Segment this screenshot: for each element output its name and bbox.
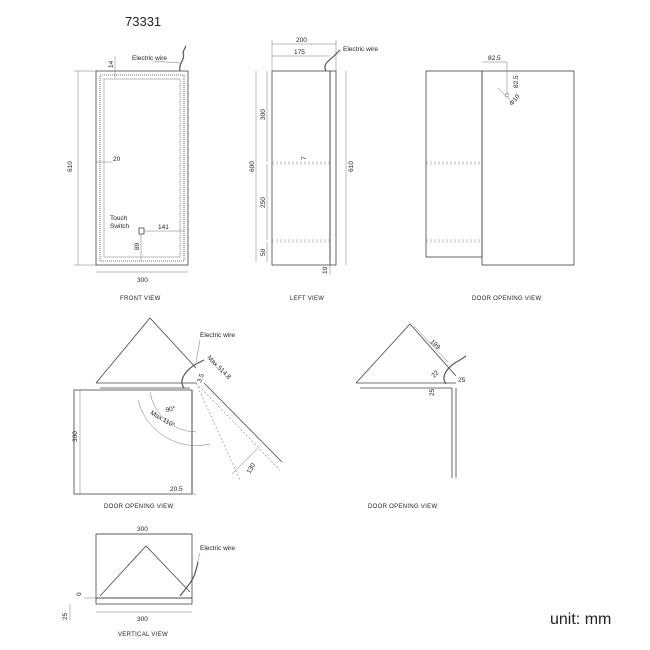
switch-x-dim: 141 xyxy=(158,224,169,231)
vertical-top-width-dim: 300 xyxy=(137,526,148,533)
front-view-mirror-inner xyxy=(103,78,181,258)
door-a-bottom-dim: 20.5 xyxy=(170,486,183,493)
front-offset-dim: 20 xyxy=(113,156,121,163)
door-a-swing-arc-90 xyxy=(149,391,197,433)
door-opening-view-a: Electric wire Max.514.8 3.5 90° Max.110°… xyxy=(72,317,283,495)
vertical-view-door-outline xyxy=(99,545,191,597)
door-a-electric-wire xyxy=(181,359,205,389)
front-electric-wire xyxy=(179,45,187,72)
touch-switch-icon xyxy=(138,227,145,235)
door-b-small-dim: 22 xyxy=(430,369,440,379)
left-view-door xyxy=(329,70,337,266)
left-electric-wire-label: Electric wire xyxy=(343,46,378,53)
left-depth-dim: 200 xyxy=(296,37,307,44)
vertical-zero-dim: 0 xyxy=(76,592,83,596)
front-electric-wire-label: Electric wire xyxy=(132,55,167,62)
left-view-caption: LEFT VIEW xyxy=(290,296,324,302)
left-total-height-dim: 610 xyxy=(348,161,355,172)
unit-label: unit: mm xyxy=(550,611,611,628)
door-a-height-dim: 300 xyxy=(72,431,79,442)
door-opening-view-right: 82.5 82.5 Φ10 xyxy=(425,55,575,266)
front-view-outline xyxy=(95,70,189,266)
door-b-diagonal-dim: 199 xyxy=(429,338,442,351)
vertical-depth-dim: 25 xyxy=(62,612,69,620)
vertical-view-base xyxy=(95,597,193,605)
door-b-left-dim: 25 xyxy=(429,388,436,396)
door-open-offset-b-dim: 82.5 xyxy=(513,75,520,88)
door-opening-caption-3: DOOR OPENING VIEW xyxy=(368,504,437,510)
touch-label: Touch xyxy=(110,215,128,222)
door-b-right-dim: 25 xyxy=(458,377,466,384)
left-view: 200 175 Electric wire 300 250 50 600 610… xyxy=(249,37,378,275)
left-shelf-gap-dim: 7 xyxy=(301,156,308,160)
left-lower-dim: 50 xyxy=(260,248,267,256)
left-body-depth-dim: 175 xyxy=(294,49,305,56)
door-a-top-edge xyxy=(95,317,197,384)
front-width-dim: 300 xyxy=(137,277,148,284)
front-border-dim: 14 xyxy=(108,60,115,68)
door-opening-caption-1: DOOR OPENING VIEW xyxy=(472,296,541,302)
vertical-view-body xyxy=(95,533,193,599)
vertical-electric-wire xyxy=(179,561,199,597)
door-b-electric-wire xyxy=(443,355,467,385)
front-view-led-border xyxy=(99,74,185,262)
left-view-body xyxy=(271,70,331,266)
door-a-swing-arc-110 xyxy=(137,399,211,446)
front-view-caption: FRONT VIEW xyxy=(120,296,161,302)
left-electric-wire xyxy=(324,49,341,72)
left-inner-height-dim: 600 xyxy=(249,161,256,172)
door-b-top-edge xyxy=(355,323,457,384)
left-middle-dim: 250 xyxy=(260,197,267,208)
door-opening-view-b: 199 22 25 25 xyxy=(355,323,467,478)
door-a-width-dim: 130 xyxy=(246,462,258,475)
door-a-gap-dim: 3.5 xyxy=(196,372,206,383)
door-opening-caption-2: DOOR OPENING VIEW xyxy=(104,504,173,510)
door-open-offset-a-dim: 82.5 xyxy=(488,55,501,62)
door-a-max-reach-dim: Max.514.8 xyxy=(206,354,233,381)
door-a-electric-wire-label: Electric wire xyxy=(200,332,235,339)
door-open-door xyxy=(481,70,575,266)
vertical-electric-wire-label: Electric wire xyxy=(200,545,235,552)
door-a-angle-90-dim: 90° xyxy=(165,404,176,414)
left-upper-dim: 300 xyxy=(260,109,267,120)
door-open-hole-dim: Φ10 xyxy=(508,93,522,107)
model-number: 73331 xyxy=(125,14,161,29)
left-base-dim: 10 xyxy=(322,266,329,274)
vertical-view: 300 Electric wire 0 25 300 xyxy=(62,526,235,623)
front-view: 610 300 14 20 Electric wire 141 89 Touch… xyxy=(67,45,189,284)
front-height-dim: 610 xyxy=(67,161,74,172)
vertical-bottom-width-dim: 300 xyxy=(137,616,148,623)
vertical-view-caption: VERTICAL VIEW xyxy=(118,632,168,638)
switch-y-dim: 89 xyxy=(134,242,141,250)
switch-label: Switch xyxy=(110,223,130,230)
